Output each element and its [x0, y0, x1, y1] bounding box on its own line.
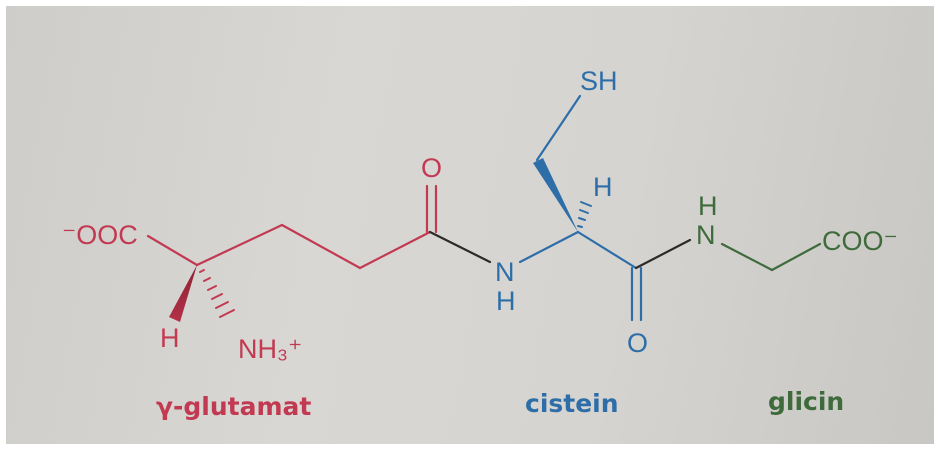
label-glycine: glicin: [768, 387, 844, 416]
atom-o-cys: O: [627, 328, 648, 358]
bond-carbonyl-amide-n: [428, 230, 492, 264]
bond-cooc-calpha: [146, 234, 199, 267]
atom-h-gly: H: [698, 191, 718, 221]
atom-n-gly: N: [696, 220, 716, 250]
atom-carboxylate-left: ⁻OOC: [62, 220, 138, 250]
bond-calpha-cooc-gly: [770, 242, 822, 272]
atom-h-cys: H: [593, 172, 613, 202]
cysteine-bonds: [518, 94, 643, 322]
label-cysteine: cistein: [525, 389, 619, 418]
glycine-bonds: [720, 242, 822, 272]
wedge-bond-cbeta: [533, 158, 578, 232]
atom-sh: SH: [580, 66, 618, 96]
bond-calpha-cbeta: [195, 223, 284, 267]
bond-cbeta-cgamma: [280, 223, 362, 270]
atom-carboxylate-right: COO⁻: [822, 226, 898, 256]
atom-n-amide: N: [495, 257, 515, 287]
bond-cbeta-s: [535, 94, 582, 162]
atom-h-amide: H: [496, 286, 516, 316]
photo-background: [6, 6, 934, 444]
hashed-bond-nh3: [199, 269, 235, 318]
bond-n-calpha-cys: [518, 230, 580, 264]
wedge-bond-h-glu: [169, 265, 197, 322]
label-glutamate: γ-glutamat: [156, 392, 311, 421]
atom-o-glu: O: [421, 153, 442, 183]
atom-h-glu: H: [160, 323, 180, 353]
atom-nh3: NH₃⁺: [238, 334, 302, 364]
bond-calpha-carbonyl-cys: [576, 230, 638, 270]
bond-n-calpha-gly: [720, 242, 774, 272]
bond-cgamma-ccarbonyl: [358, 230, 432, 270]
glutamate-bonds: [146, 184, 438, 270]
hashed-bond-h-cys: [577, 201, 592, 228]
bond-carbonyl-gly-n: [634, 238, 692, 270]
